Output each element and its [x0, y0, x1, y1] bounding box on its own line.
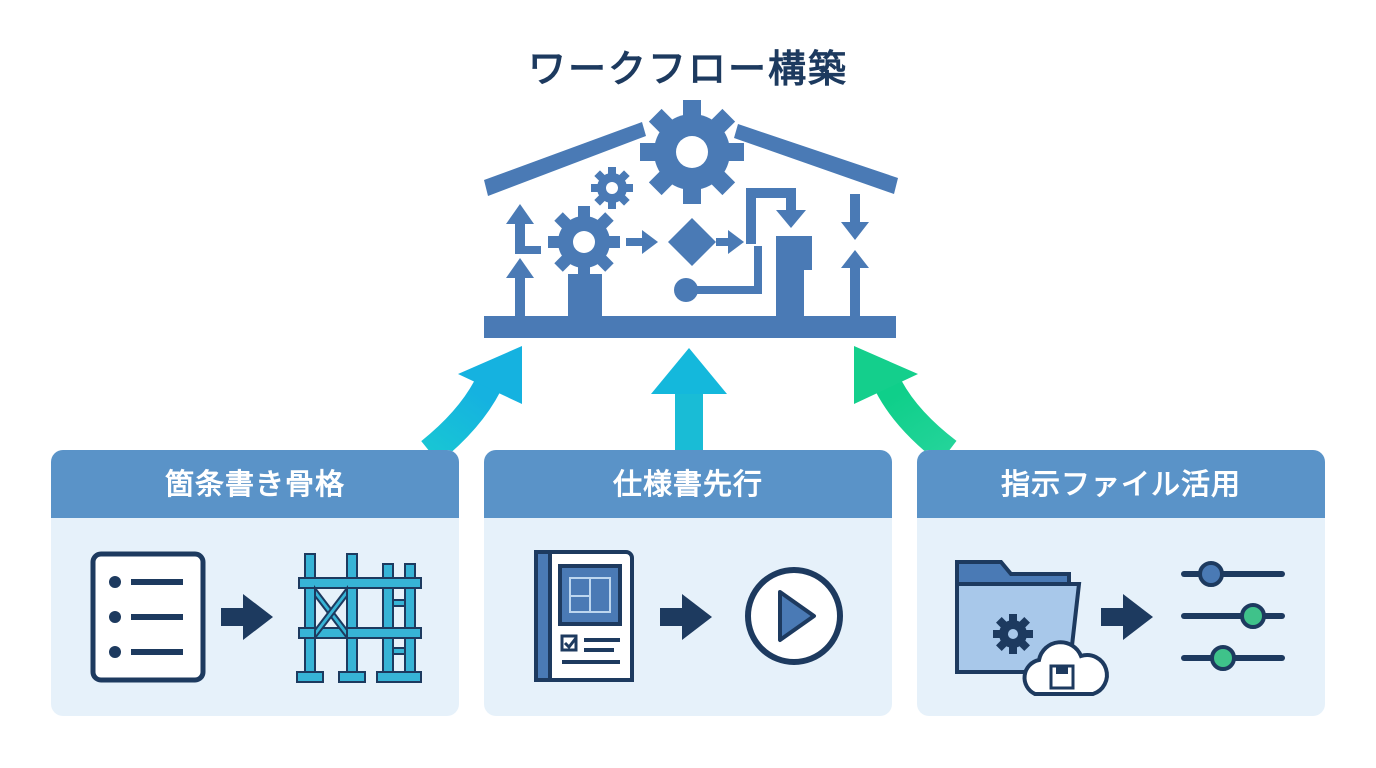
bullet-list-icon: [90, 551, 206, 683]
card-title: 仕様書先行: [484, 450, 892, 518]
arrow-right-icon: [854, 346, 957, 464]
card-bullet-skeleton: 箇条書き骨格: [51, 450, 459, 716]
diagram-title: ワークフロー構築: [527, 47, 848, 91]
card-title: 箇条書き骨格: [51, 450, 459, 518]
arrow-right-icon: [1101, 594, 1153, 640]
arrow-center-icon: [651, 348, 727, 454]
card-title: 指示ファイル活用: [917, 450, 1325, 518]
card-spec-first: 仕様書先行: [484, 450, 892, 716]
scaffold-icon: [296, 553, 422, 683]
folder-gear-icon: [955, 560, 1109, 696]
arrow-right-icon: [660, 594, 712, 640]
blueprint-icon: [534, 550, 634, 682]
workflow-house-icon: [484, 100, 898, 338]
arrow-right-icon: [221, 594, 273, 640]
play-icon: [745, 567, 843, 665]
sliders-icon: [1181, 561, 1285, 671]
card-instruction-file: 指示ファイル活用: [917, 450, 1325, 716]
arrow-left-icon: [421, 346, 522, 463]
